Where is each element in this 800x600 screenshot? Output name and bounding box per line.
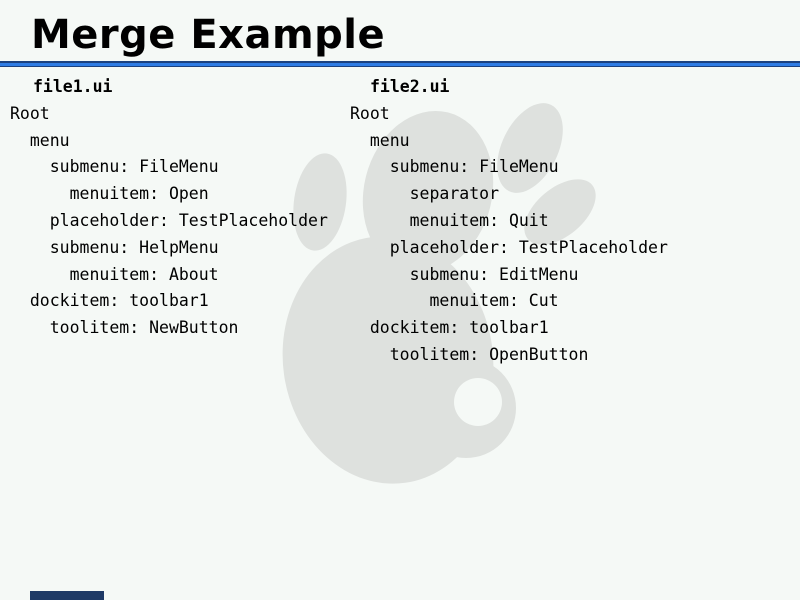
tree-node: toolitem: OpenButton <box>350 344 589 364</box>
tree-node: Root <box>350 103 390 123</box>
tree-node: toolitem: NewButton <box>10 318 239 338</box>
tree-node: submenu: EditMenu <box>350 264 579 284</box>
tree-node: submenu: FileMenu <box>350 157 559 177</box>
tree-node: separator <box>350 184 500 204</box>
tree-node: placeholder: TestPlaceholder <box>10 210 328 230</box>
tree-node: menu <box>10 130 70 150</box>
tree-node: dockitem: toolbar1 <box>350 318 549 338</box>
tree-node: Root <box>10 103 50 123</box>
tree-node: menuitem: Open <box>10 184 209 204</box>
tree-node: menuitem: Cut <box>350 291 559 311</box>
footer-bar <box>30 591 104 600</box>
tree-node: menuitem: About <box>10 264 219 284</box>
slide-title: Merge Example <box>31 12 386 58</box>
file1-tree: file1.ui Root menu submenu: FileMenu men… <box>10 74 328 342</box>
tree-node: placeholder: TestPlaceholder <box>350 237 668 257</box>
file2-header: file2.ui <box>370 77 450 96</box>
tree-node: submenu: FileMenu <box>10 157 219 177</box>
file1-header: file1.ui <box>33 77 113 96</box>
tree-node: dockitem: toolbar1 <box>10 291 209 311</box>
gnome-foot-icon <box>278 90 598 500</box>
tree-node: menuitem: Quit <box>350 210 549 230</box>
tree-node: menu <box>350 130 410 150</box>
title-divider-line <box>0 61 800 67</box>
tree-node: submenu: HelpMenu <box>10 237 219 257</box>
file2-tree: file2.ui Root menu submenu: FileMenu sep… <box>350 74 668 369</box>
